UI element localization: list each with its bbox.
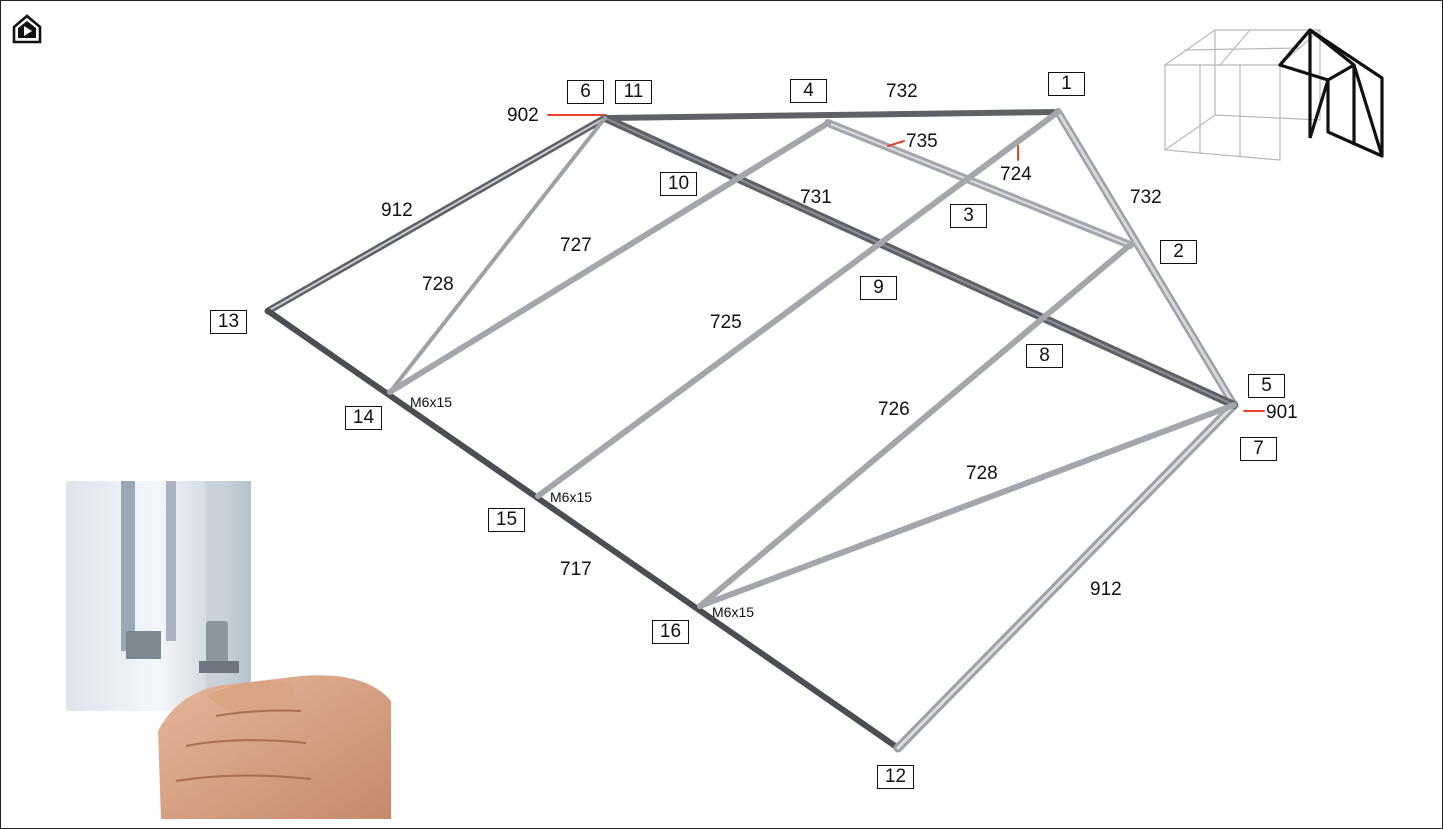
profile-code-912-left: 912 xyxy=(381,200,413,221)
part-number-11: 11 xyxy=(615,80,652,104)
profile-725 xyxy=(535,109,1061,499)
profile-code-725: 725 xyxy=(710,312,742,333)
bolt-label-15: M6x15 xyxy=(550,489,593,505)
profile-code-728-right: 728 xyxy=(966,463,998,484)
part-number-7: 7 xyxy=(1240,437,1277,461)
part-number-2: 2 xyxy=(1160,240,1197,264)
profile-code-717: 717 xyxy=(560,559,592,580)
profile-726 xyxy=(697,242,1133,609)
profile-727 xyxy=(387,120,831,395)
profile-728-left xyxy=(388,116,607,394)
part-number-9: 9 xyxy=(860,276,897,300)
part-number-10: 10 xyxy=(660,172,697,196)
part-number-16: 16 xyxy=(652,620,689,644)
bolt-label-14: M6x15 xyxy=(410,394,453,410)
profile-code-724: 724 xyxy=(1000,164,1032,185)
profile-code-726: 726 xyxy=(878,399,910,420)
greenhouse-preview-icon xyxy=(1163,28,1384,161)
part-number-6: 6 xyxy=(567,80,604,104)
profile-code-731: 731 xyxy=(800,187,832,208)
part-number-13: 13 xyxy=(210,310,247,334)
profile-code-735: 735 xyxy=(906,131,938,152)
profile-code-727: 727 xyxy=(560,235,592,256)
hand-tightening-bolt-photo xyxy=(66,481,391,819)
profile-code-902: 902 xyxy=(507,105,539,126)
profile-code-901: 901 xyxy=(1266,402,1298,423)
bolt-label-16: M6x15 xyxy=(712,604,755,620)
profile-code-732-right: 732 xyxy=(1130,187,1162,208)
profile-728-right xyxy=(697,402,1237,609)
part-number-5: 5 xyxy=(1248,374,1285,398)
profile-code-912-right: 912 xyxy=(1090,579,1122,600)
part-number-8: 8 xyxy=(1026,344,1063,368)
part-number-14: 14 xyxy=(345,406,382,430)
profile-717 xyxy=(265,308,901,751)
part-number-15: 15 xyxy=(488,508,525,532)
greenhouse-home-icon[interactable] xyxy=(12,14,42,44)
part-number-12: 12 xyxy=(877,765,914,789)
part-number-1: 1 xyxy=(1048,72,1085,96)
profile-code-728-left: 728 xyxy=(422,274,454,295)
part-number-4: 4 xyxy=(790,79,827,103)
profile-code-732-top: 732 xyxy=(886,81,918,102)
profile-732-top xyxy=(602,109,1061,121)
part-number-3: 3 xyxy=(950,204,987,228)
